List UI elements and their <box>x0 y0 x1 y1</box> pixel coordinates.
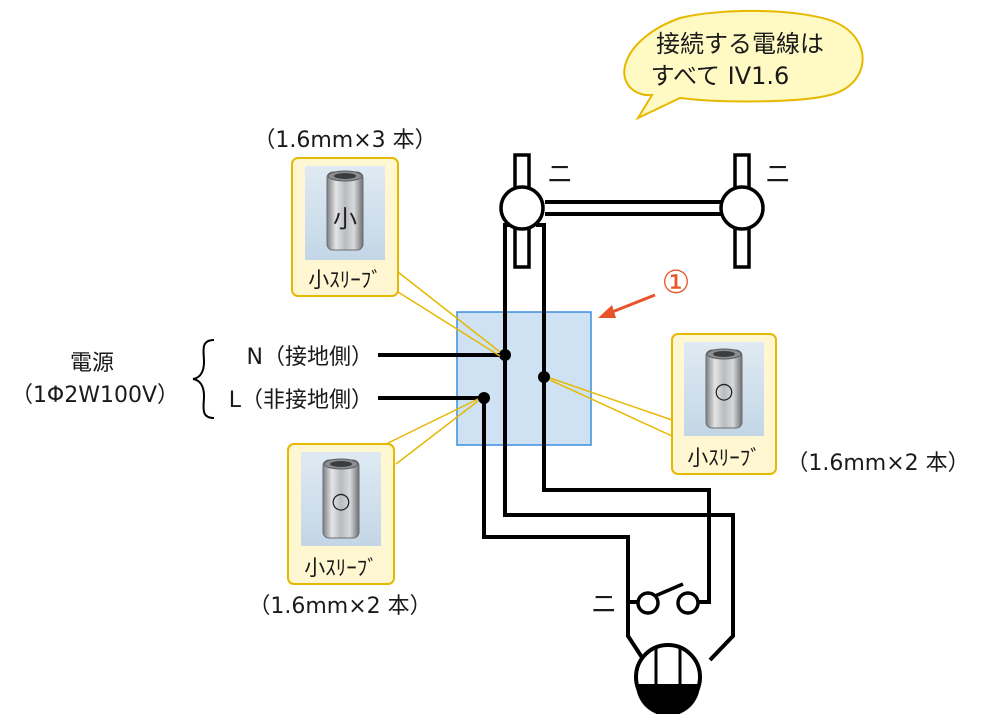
sleeve-panel-bottom-left: ○ 小ｽﾘｰﾌﾞ <box>287 443 395 585</box>
switch-to-lamp-wire <box>626 602 647 664</box>
sleeve-photo-icon <box>705 348 743 429</box>
power-title: 電源 <box>70 351 114 376</box>
junction-dot <box>478 392 490 404</box>
sleeve-caption: 小ｽﾘｰﾌﾞ <box>687 446 761 470</box>
lamp-icon <box>634 643 702 714</box>
sleeve-panel-right: ○ 小ｽﾘｰﾌﾞ <box>671 333 777 475</box>
junction-dot <box>538 371 550 383</box>
neutral-to-lamp-wire <box>503 355 735 662</box>
sleeve-stamp: ○ <box>331 489 350 514</box>
sleeve-count-right: （1.6mm×2 本） <box>786 451 969 476</box>
sleeve-stamp: 小 <box>333 205 357 233</box>
junction-dot <box>499 349 511 361</box>
brace-icon <box>192 339 215 419</box>
switch-icon <box>636 582 700 615</box>
neutral-label: N（接地側） <box>247 345 373 370</box>
callout-bubble <box>623 9 864 121</box>
sleeve-photo-icon <box>326 170 364 251</box>
outlet-left-mark: ニ <box>547 160 573 190</box>
live-to-switch-wire <box>482 398 640 604</box>
sleeve-count-bottom-left: （1.6mm×2 本） <box>248 594 431 619</box>
live-label: L（非接地側） <box>229 388 373 413</box>
outlet-right-mark: ニ <box>765 160 791 190</box>
arrow-icon <box>598 293 656 318</box>
switch-mark: ニ <box>591 590 617 620</box>
outlet-right-icon <box>719 153 765 269</box>
sleeve-count-top-left: （1.6mm×3 本） <box>253 128 436 153</box>
junction-box <box>456 311 592 446</box>
sleeve-photo-icon <box>322 458 360 539</box>
callout-line2: すべて IV1.6 <box>651 62 790 90</box>
switch-return-wire <box>542 377 711 604</box>
box-marker: ① <box>662 263 691 301</box>
leader-lines <box>381 271 673 465</box>
sleeve-panel-top-left: 小 小ｽﾘｰﾌﾞ <box>291 157 399 297</box>
power-spec: （1Φ2W100V） <box>11 383 179 408</box>
sleeve-caption: 小ｽﾘｰﾌﾞ <box>308 268 382 292</box>
live-to-outlet-wire <box>536 223 546 377</box>
sleeve-caption: 小ｽﾘｰﾌﾞ <box>304 556 378 580</box>
sleeve-stamp: ○ <box>714 379 733 404</box>
outlet-left-icon <box>499 153 545 269</box>
speech-bubble-icon <box>623 9 864 121</box>
callout-line1: 接続する電線は <box>656 30 824 58</box>
